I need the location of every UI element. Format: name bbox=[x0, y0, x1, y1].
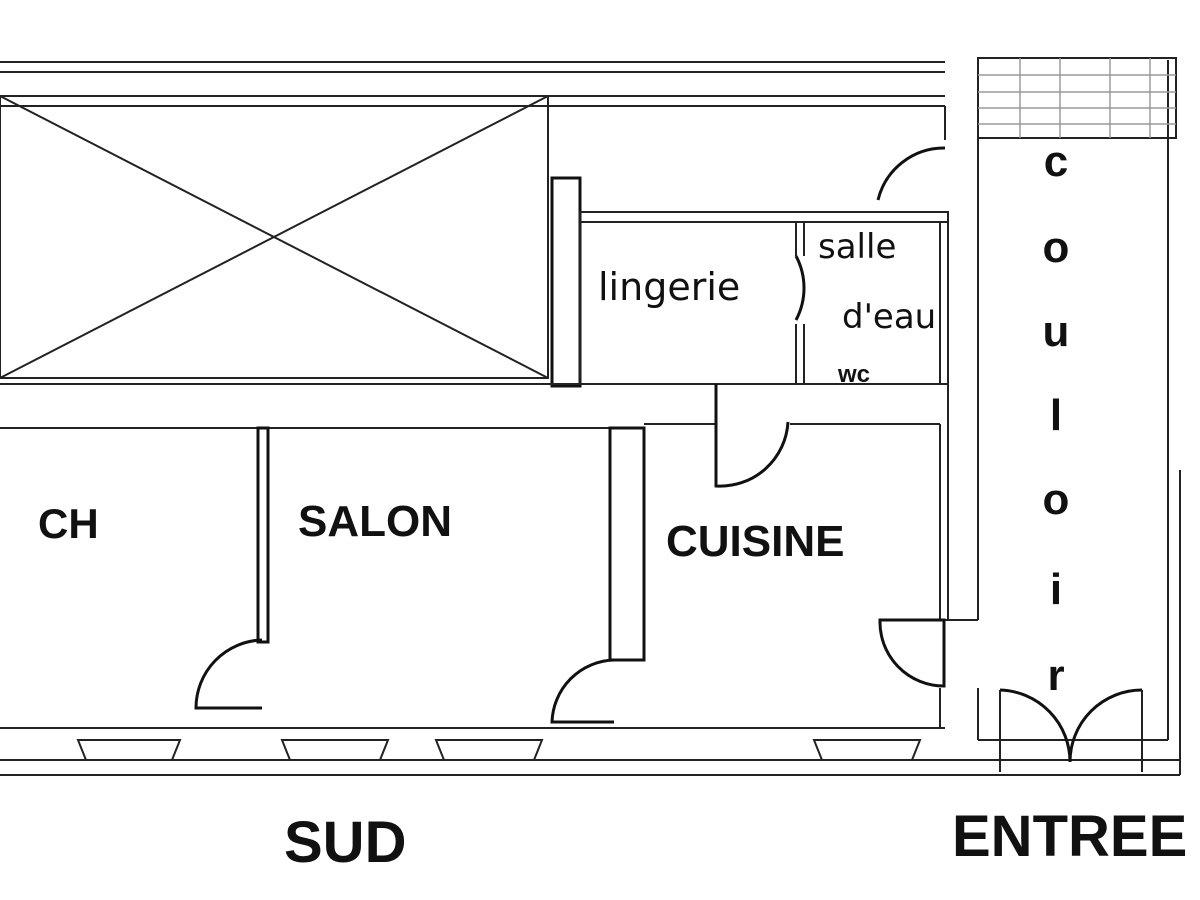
stair-hatching bbox=[977, 57, 1177, 139]
void-area bbox=[0, 95, 549, 379]
doors bbox=[194, 146, 1143, 772]
room-label-lingerie: lingerie bbox=[598, 265, 740, 309]
couloir-letter-6: i bbox=[1050, 565, 1062, 614]
couloir-letter-5: o bbox=[1043, 475, 1070, 524]
south-windows bbox=[76, 739, 922, 761]
outer-walls bbox=[0, 60, 1181, 776]
room-label-deau: d'eau bbox=[842, 297, 936, 337]
couloir-letter-3: u bbox=[1043, 307, 1070, 356]
room-label-wc: wc bbox=[837, 361, 870, 388]
room-label-salon: SALON bbox=[298, 497, 452, 546]
couloir-letter-4: l bbox=[1050, 391, 1062, 440]
room-label-cuisine: CUISINE bbox=[666, 517, 844, 566]
couloir-letter-7: r bbox=[1047, 651, 1064, 700]
couloir-letter-1: c bbox=[1044, 137, 1068, 186]
couloir-letter-2: o bbox=[1043, 223, 1070, 272]
room-label-salle: salle bbox=[818, 227, 896, 267]
south-label: SUD bbox=[284, 810, 406, 875]
interior-walls bbox=[0, 138, 1168, 741]
entrance-label: ENTREE bbox=[952, 804, 1187, 869]
room-label-ch: CH bbox=[38, 500, 99, 547]
couloir-label: c o u l o i r bbox=[1043, 137, 1070, 700]
